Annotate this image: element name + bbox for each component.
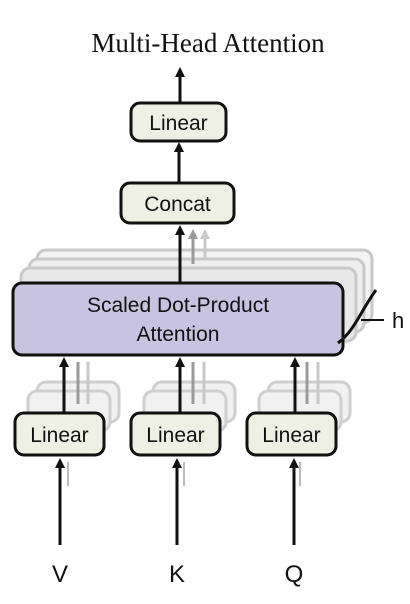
linear-to-attention-shadow-arrows [76,362,320,404]
scaled-dot-product-attention-block: Scaled Dot-Product Attention [11,281,345,357]
linear-v-label: Linear [30,424,88,447]
linear-v-block: Linear [13,411,106,457]
linear-output-block: Linear [129,101,228,143]
attention-label-line1: Scaled Dot-Product [87,294,269,317]
concat-label: Concat [144,193,211,216]
linear-output-label: Linear [149,112,207,135]
diagram-title: Multi-Head Attention [91,28,325,58]
head-count-bracket [337,289,378,345]
attention-label-line2: Attention [137,323,220,346]
linear-k-block: Linear [129,411,222,457]
linear-q-block: Linear [245,411,338,457]
input-v-label: V [52,561,68,588]
concat-block: Concat [119,181,236,225]
input-q-label: Q [285,561,304,588]
input-shadow-lines [67,462,301,486]
head-count-label: h [392,308,404,333]
linear-q-label: Linear [262,424,320,447]
input-k-label: K [169,561,185,588]
linear-k-label: Linear [146,424,204,447]
